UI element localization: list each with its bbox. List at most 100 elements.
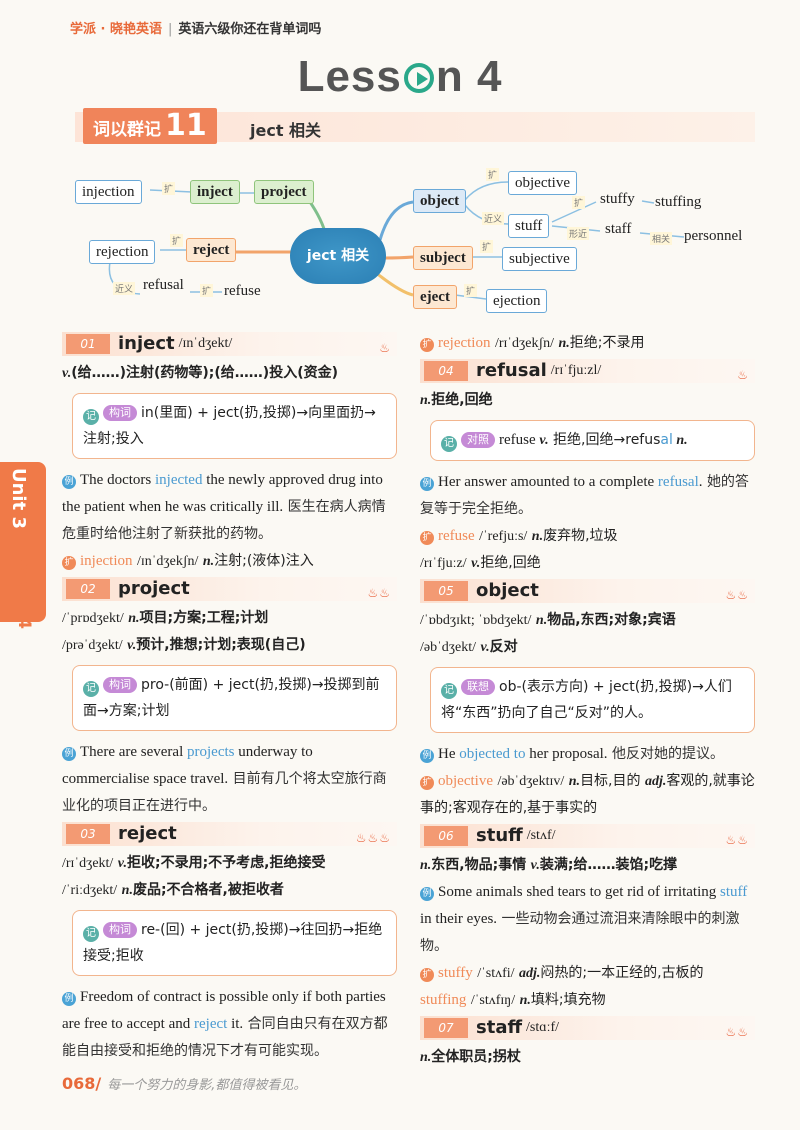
play-icon[interactable] xyxy=(403,63,434,93)
kuo-icon: 扩 xyxy=(420,776,434,790)
definition: /ˈprɒdʒekt/ n.项目;方案;工程;计划 xyxy=(62,605,397,632)
mm-refusal: refusal xyxy=(143,277,184,293)
headword: refusal xyxy=(476,360,547,381)
mm-inject: inject xyxy=(190,180,240,204)
phonetic: /rɪˈfjuːzl/ xyxy=(550,363,602,378)
phonetic: /ˈprɒdʒekt/ xyxy=(62,611,124,626)
entry-number: 06 xyxy=(424,826,468,846)
lesson-title-part1: Less xyxy=(297,52,402,101)
ex-en: There are several xyxy=(80,744,188,760)
def-text: 预计,推想;计划;表现(自己) xyxy=(136,637,306,653)
mm-stuffy: stuffy xyxy=(600,191,635,207)
example-icon: 例 xyxy=(420,887,434,901)
ex-highlight: injected xyxy=(154,472,203,488)
pos: n. xyxy=(535,613,548,628)
mm-subject: subject xyxy=(413,246,473,270)
kuo-phonetic: /ˈstʌfi/ xyxy=(477,966,515,981)
mm-subjective: subjective xyxy=(502,247,577,271)
kuo-phonetic: /ɪnˈdʒekʃn/ xyxy=(136,554,199,569)
pos: n. xyxy=(202,554,215,569)
pos: v. xyxy=(539,433,549,448)
memo-text: in(里面) + ject(扔,投掷)→向里面扔→注射;投入 xyxy=(83,405,376,447)
phonetic: /ˈɒbdʒɪkt; ˈɒbdʒekt/ xyxy=(420,613,532,628)
flame-icon: ♨♨ xyxy=(725,588,749,602)
kuo-word: refuse xyxy=(438,528,475,544)
running-header: 学派 · 晓艳英语|英语六级你还在背单词吗 xyxy=(70,18,321,37)
mm-tag-kuo: 扩 xyxy=(480,240,494,253)
entry-number: 01 xyxy=(66,334,110,354)
unit-side-tab: Unit 3 xyxy=(0,462,46,622)
ex-en: underway to commercialise space travel. xyxy=(62,744,313,787)
ex-cn: 目前有几个将太空旅行商业化的项目正在进行中。 xyxy=(62,771,387,814)
kuo-def: 目标,目的 xyxy=(580,773,641,789)
pos: v. xyxy=(117,856,127,871)
def-text: 项目;方案;工程;计划 xyxy=(139,610,269,626)
pos: n. xyxy=(568,774,581,789)
def-text: 东西,物品;事情 xyxy=(431,857,527,873)
ex-highlight: refusal xyxy=(657,474,699,490)
kuo-word: injection xyxy=(80,553,133,569)
mindmap-lines xyxy=(108,181,685,300)
def-text: 拒收;不录用;不予考虑,拒绝接受 xyxy=(126,855,326,871)
headword: project xyxy=(118,578,190,599)
mm-tag-kuo: 扩 xyxy=(200,284,214,297)
def-text: 物品,东西;对象;宾语 xyxy=(547,612,676,628)
ex-cn: 医生在病人病情危重时给他注射了新获批的药物。 xyxy=(62,499,386,542)
mm-tag-kuo: 扩 xyxy=(170,234,184,247)
mm-tag-xiangguan: 相关 xyxy=(650,232,673,245)
entry-number: 05 xyxy=(424,581,468,601)
mm-tag-kuo: 扩 xyxy=(464,284,478,297)
flame-icon: ♨ xyxy=(737,368,749,382)
mm-tag-kuo: 扩 xyxy=(486,168,500,181)
kuo-phonetic: /ˈrefjuːs/ xyxy=(479,529,528,544)
def-text: 拒绝,回绝 xyxy=(431,392,493,408)
entry-number: 07 xyxy=(424,1018,468,1038)
example-icon: 例 xyxy=(62,475,76,489)
kuo-def: 废弃物,垃圾 xyxy=(543,528,618,544)
lesson-side-label: Lesson 4 xyxy=(14,545,34,630)
definition: /ˈriːdʒekt/ n.废品;不合格者,被拒收者 xyxy=(62,877,397,904)
kuo-word: stuffing xyxy=(420,992,467,1008)
headword: object xyxy=(476,580,539,601)
ex-en: . xyxy=(698,474,703,490)
mm-object: object xyxy=(413,189,467,213)
pos: n. xyxy=(128,611,140,626)
kuo-word: stuffy xyxy=(438,965,473,981)
phonetic: /əbˈdʒekt/ xyxy=(420,640,476,655)
mm-tag-kuo: 扩 xyxy=(572,196,586,209)
unit-label: Unit 3 xyxy=(8,468,29,529)
mm-personnel: personnel xyxy=(684,228,743,244)
memo-tag: 联想 xyxy=(461,679,495,695)
mm-project: project xyxy=(254,180,314,204)
kuo-phonetic: /ˈstʌfɪŋ/ xyxy=(470,993,516,1008)
phonetic: /ɪnˈdʒekt/ xyxy=(178,336,233,351)
memo-icon: 记 xyxy=(441,436,457,452)
definition: /rɪˈdʒekt/ v.拒收;不录用;不予考虑,拒绝接受 xyxy=(62,850,397,877)
memo-tag: 构词 xyxy=(103,677,137,693)
definition: n.东西,物品;事情 v.装满;给……装馅;吃撑 xyxy=(420,852,755,879)
mm-injection: injection xyxy=(75,180,142,204)
ex-highlight: stuff xyxy=(720,884,748,900)
kuo-icon: 扩 xyxy=(420,531,434,545)
mm-stuff: stuff xyxy=(508,214,550,238)
phonetic: /rɪˈdʒekt/ xyxy=(62,856,114,871)
ex-highlight: objected to xyxy=(459,746,526,762)
flame-icon: ♨♨ xyxy=(725,833,749,847)
ex-en: it. xyxy=(227,1016,244,1032)
mm-objective: objective xyxy=(508,171,577,195)
ex-cn: 一些动物会通过流泪来清除眼中的刺激物。 xyxy=(420,911,740,954)
kuo-icon: 扩 xyxy=(420,968,434,982)
kuo-def: 注射;(液体)注入 xyxy=(214,553,314,569)
pos: v. xyxy=(480,640,490,655)
pos: v. xyxy=(62,366,72,381)
